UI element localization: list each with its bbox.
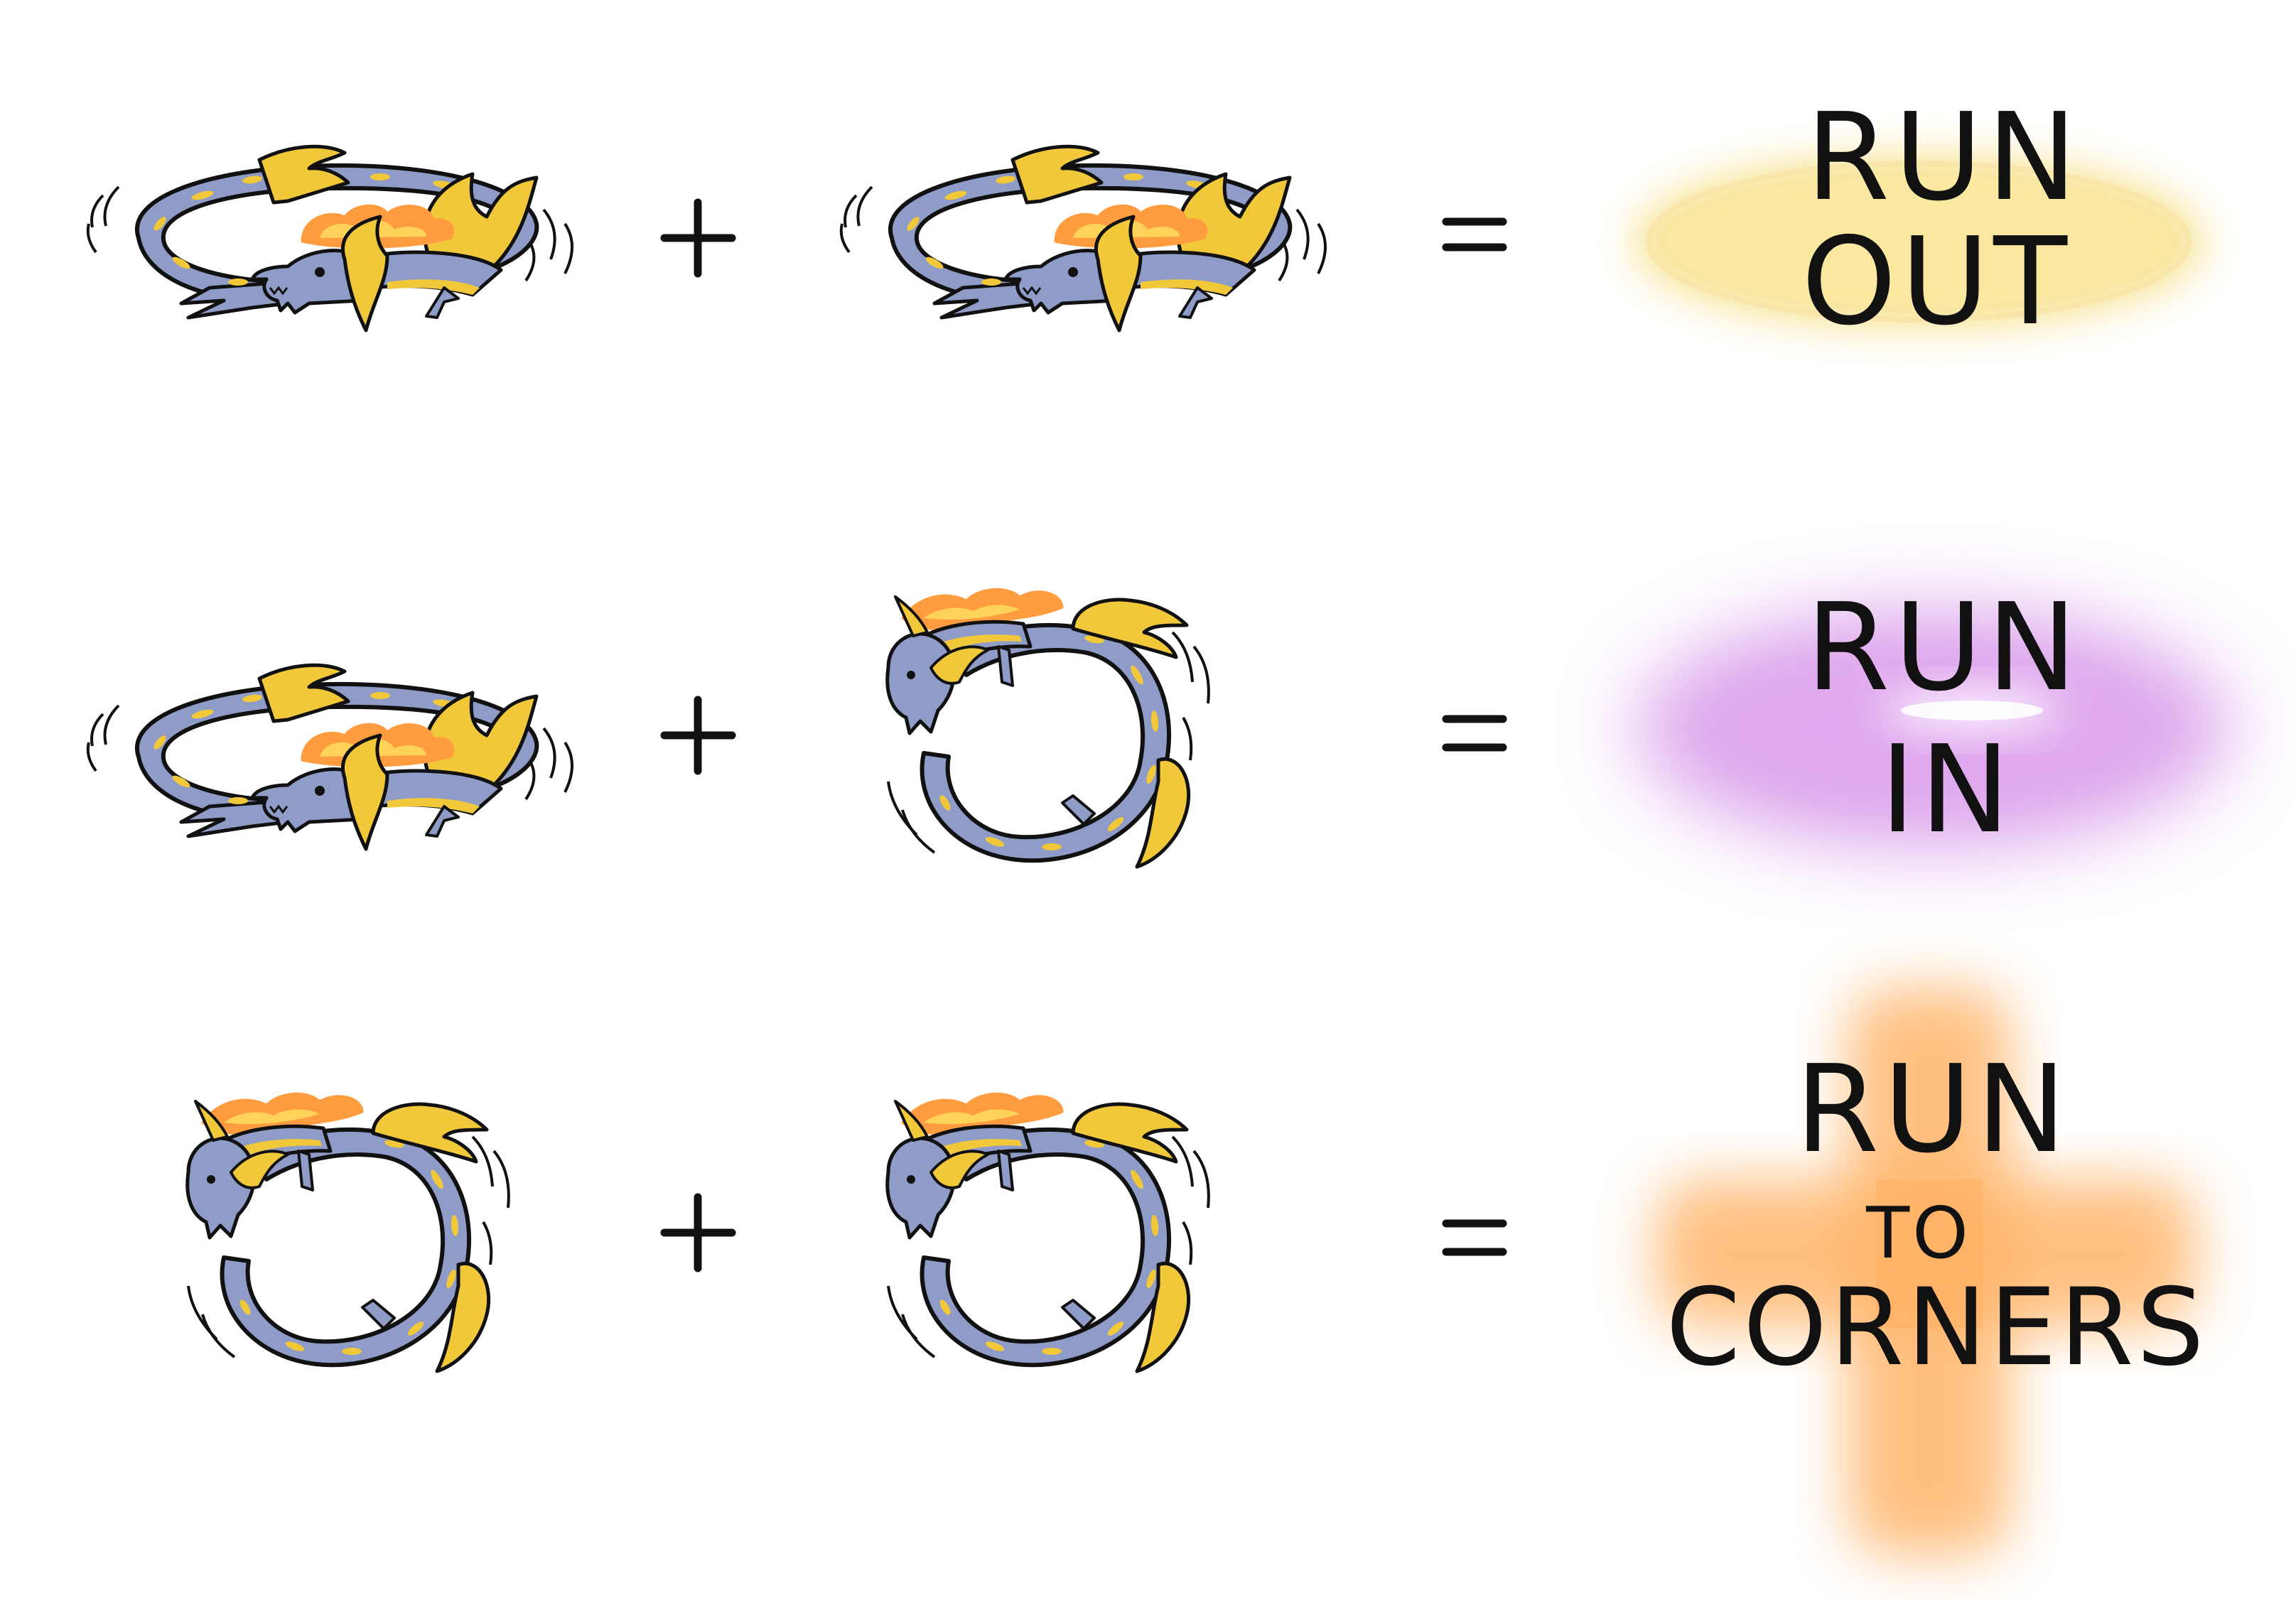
plus-sign-row-3 xyxy=(660,1193,736,1272)
plus-sign-row-1 xyxy=(660,198,736,278)
plus-sign-row-2 xyxy=(660,696,736,775)
dragon-horizontal-icon xyxy=(88,665,572,849)
result-row-3-line-1: RUN xyxy=(1795,1039,2071,1180)
dragon-vertical-icon xyxy=(888,1093,1209,1371)
result-row-2-line-1: RUN xyxy=(1806,578,2081,718)
dragon-horizontal-icon xyxy=(88,146,572,330)
equals-sign-row-3 xyxy=(1442,1219,1507,1256)
dragon-vertical-icon xyxy=(888,589,1209,867)
result-row-3-line-2: TO xyxy=(1865,1191,1971,1275)
equals-sign-row-1 xyxy=(1442,217,1507,252)
dragon-vertical-icon xyxy=(188,1093,509,1371)
result-row-1-line-2: OUT xyxy=(1801,212,2071,352)
result-glow-run-to-corners xyxy=(1656,988,2196,1556)
dragon-horizontal-icon xyxy=(841,146,1325,330)
equals-sign-row-2 xyxy=(1442,715,1507,752)
result-row-1-line-1: RUN xyxy=(1806,87,2081,228)
result-row-3-line-3: CORNERS xyxy=(1666,1266,2206,1390)
result-glow-run-in xyxy=(1634,607,2231,849)
result-row-2-line-2: IN xyxy=(1880,720,2014,860)
result-glow-run-out xyxy=(1634,156,2203,327)
